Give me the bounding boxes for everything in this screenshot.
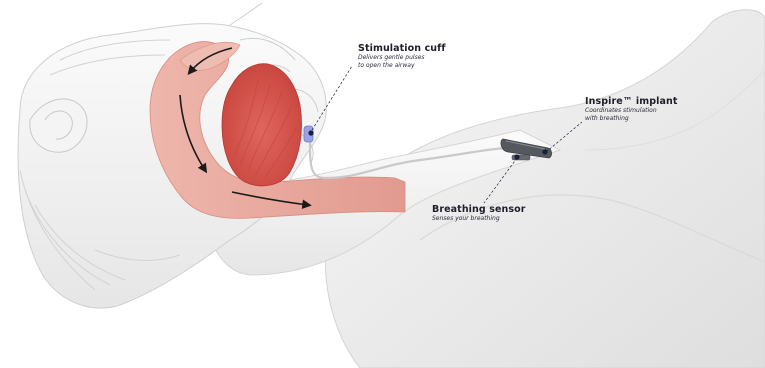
tongue-shape: [222, 64, 302, 186]
callout-dot-cuff: [308, 130, 313, 135]
callout-dot-implant: [542, 149, 547, 154]
callout-desc-line: Coordinates stimulation: [585, 107, 677, 115]
callout-stimulation-cuff: Stimulation cuff Delivers gentle pulses …: [358, 43, 446, 69]
callout-dot-sensor: [514, 154, 519, 159]
callout-breathing-sensor: Breathing sensor Senses your breathing: [432, 204, 526, 223]
callout-description: Senses your breathing: [432, 215, 526, 223]
callout-desc-line: with breathing: [585, 115, 677, 123]
callout-title: Breathing sensor: [432, 204, 526, 215]
callout-description: Delivers gentle pulses to open the airwa…: [358, 54, 446, 69]
callout-description: Coordinates stimulation with breathing: [585, 107, 677, 122]
callout-title: Stimulation cuff: [358, 43, 446, 54]
callout-implant: Inspire™ implant Coordinates stimulation…: [585, 96, 677, 122]
callout-title: Inspire™ implant: [585, 96, 677, 107]
callout-desc-line: to open the airway: [358, 62, 446, 70]
callout-desc-line: Delivers gentle pulses: [358, 54, 446, 62]
callout-desc-line: Senses your breathing: [432, 215, 526, 223]
